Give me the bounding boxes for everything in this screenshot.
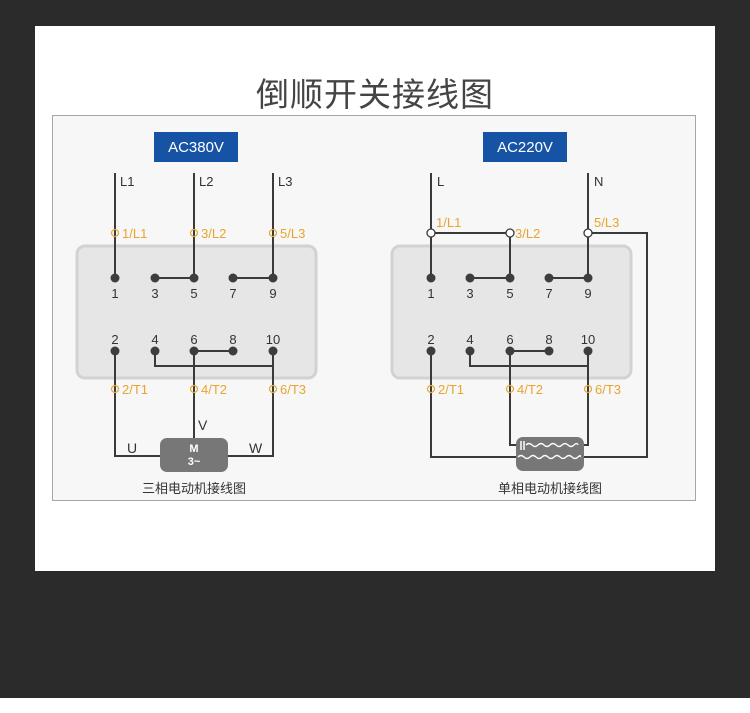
pin-label-1-r: 1 xyxy=(427,286,434,301)
terminal-ring-icon xyxy=(583,384,593,394)
jumper-4-10-r xyxy=(469,351,588,367)
pin-5-r xyxy=(505,273,515,283)
diagram-panel: AC380V L1 L2 L3 1/L1 3/L2 5/L3 xyxy=(52,115,696,501)
pin-3 xyxy=(150,273,160,283)
pin-label-7-r: 7 xyxy=(545,286,552,301)
wire-4t2-to-motor xyxy=(509,351,517,446)
supply-label-l2: L2 xyxy=(199,174,213,189)
pin-label-10-r: 10 xyxy=(581,332,595,347)
three-phase-motor-icon: M 3~ xyxy=(160,438,228,472)
terminal-ring-icon xyxy=(110,228,120,238)
pin-4-r xyxy=(465,346,475,356)
pin-label-3: 3 xyxy=(151,286,158,301)
voltage-badge-220-text: AC220V xyxy=(497,139,553,156)
pin-label-2: 2 xyxy=(111,332,118,347)
caption-single-phase: 单相电动机接线图 xyxy=(498,481,602,497)
pin-4 xyxy=(150,346,160,356)
pin-label-3-r: 3 xyxy=(466,286,473,301)
pin-label-9: 9 xyxy=(269,286,276,301)
wire-6t3-to-motor xyxy=(583,351,589,446)
terminal-4-t2-r: 4/T2 xyxy=(517,382,543,397)
phase-label-v: V xyxy=(198,417,208,433)
switch-body-right xyxy=(390,244,633,380)
pin-label-9-r: 9 xyxy=(584,286,591,301)
wire-2t1-to-motor xyxy=(430,351,517,458)
pin-label-2-r: 2 xyxy=(427,332,434,347)
terminal-ring-icon xyxy=(189,384,199,394)
terminal-1-l1-r: 1/L1 xyxy=(436,215,461,230)
terminal-4-t2: 4/T2 xyxy=(201,382,227,397)
pin-label-1: 1 xyxy=(111,286,118,301)
pin-10-r xyxy=(583,346,593,356)
terminal-5-l3-r: 5/L3 xyxy=(594,215,619,230)
terminal-1-l1: 1/L1 xyxy=(122,226,147,241)
jumper-4-10 xyxy=(154,351,273,367)
pin-8 xyxy=(228,346,238,356)
pin-5 xyxy=(189,273,199,283)
pin-1-r xyxy=(426,273,436,283)
terminal-ring-icon xyxy=(426,228,436,238)
page-title: 倒顺开关接线图 xyxy=(256,75,494,114)
terminal-6-t3-r: 6/T3 xyxy=(595,382,621,397)
pin-3-r xyxy=(465,273,475,283)
terminal-3-l2-r: 3/L2 xyxy=(515,226,540,241)
terminal-ring-icon xyxy=(505,228,515,238)
content-card: 倒顺开关接线图 AC380V L1 L2 L3 1/L1 xyxy=(35,26,715,571)
pin-2 xyxy=(110,346,120,356)
terminal-2-t1: 2/T1 xyxy=(122,382,148,397)
terminal-3-l2: 3/L2 xyxy=(201,226,226,241)
wire-5l3-to-motor xyxy=(583,232,648,458)
pin-2-r xyxy=(426,346,436,356)
terminal-ring-icon xyxy=(268,384,278,394)
phase-label-w: W xyxy=(249,440,263,456)
voltage-badge-380 xyxy=(154,132,238,162)
pin-7-r xyxy=(544,273,554,283)
motor-label-3ph: 3~ xyxy=(188,456,201,468)
terminal-6-t3: 6/T3 xyxy=(280,382,306,397)
pin-7 xyxy=(228,273,238,283)
supply-label-n: N xyxy=(594,174,603,189)
pin-9-r xyxy=(583,273,593,283)
terminal-ring-icon xyxy=(583,228,593,238)
pin-9 xyxy=(268,273,278,283)
pin-label-5: 5 xyxy=(190,286,197,301)
motor-label-m: M xyxy=(189,443,198,455)
single-phase-diagram: AC220V L N 1/L1 3/L2 5/L3 xyxy=(390,132,648,497)
voltage-badge-220 xyxy=(483,132,567,162)
terminal-2-t1-r: 2/T1 xyxy=(438,382,464,397)
switch-body-left xyxy=(75,244,318,380)
terminal-ring-icon xyxy=(426,384,436,394)
pin-label-5-r: 5 xyxy=(506,286,513,301)
phase-label-u: U xyxy=(127,440,137,456)
pin-label-4: 4 xyxy=(151,332,158,347)
voltage-badge-380-text: AC380V xyxy=(168,139,224,156)
pin-label-7: 7 xyxy=(229,286,236,301)
terminal-ring-icon xyxy=(110,384,120,394)
pin-label-10: 10 xyxy=(266,332,280,347)
pin-8-r xyxy=(544,346,554,356)
pin-label-6: 6 xyxy=(190,332,197,347)
pin-label-4-r: 4 xyxy=(466,332,473,347)
three-phase-diagram: AC380V L1 L2 L3 1/L1 3/L2 5/L3 xyxy=(75,132,318,497)
pin-6 xyxy=(189,346,199,356)
terminal-ring-icon xyxy=(189,228,199,238)
pin-6-r xyxy=(505,346,515,356)
supply-label-l: L xyxy=(437,174,444,189)
supply-label-l1: L1 xyxy=(120,174,134,189)
pin-label-6-r: 6 xyxy=(506,332,513,347)
wiring-diagrams: AC380V L1 L2 L3 1/L1 3/L2 5/L3 xyxy=(75,132,648,497)
pin-label-8-r: 8 xyxy=(545,332,552,347)
pin-1 xyxy=(110,273,120,283)
single-phase-motor-capacitor-icon xyxy=(516,437,584,471)
supply-label-l3: L3 xyxy=(278,174,292,189)
pin-label-8: 8 xyxy=(229,332,236,347)
terminal-ring-icon xyxy=(505,384,515,394)
caption-three-phase: 三相电动机接线图 xyxy=(142,481,246,497)
pin-10 xyxy=(268,346,278,356)
bottom-strip xyxy=(0,698,750,713)
terminal-5-l3: 5/L3 xyxy=(280,226,305,241)
terminal-ring-icon xyxy=(268,228,278,238)
